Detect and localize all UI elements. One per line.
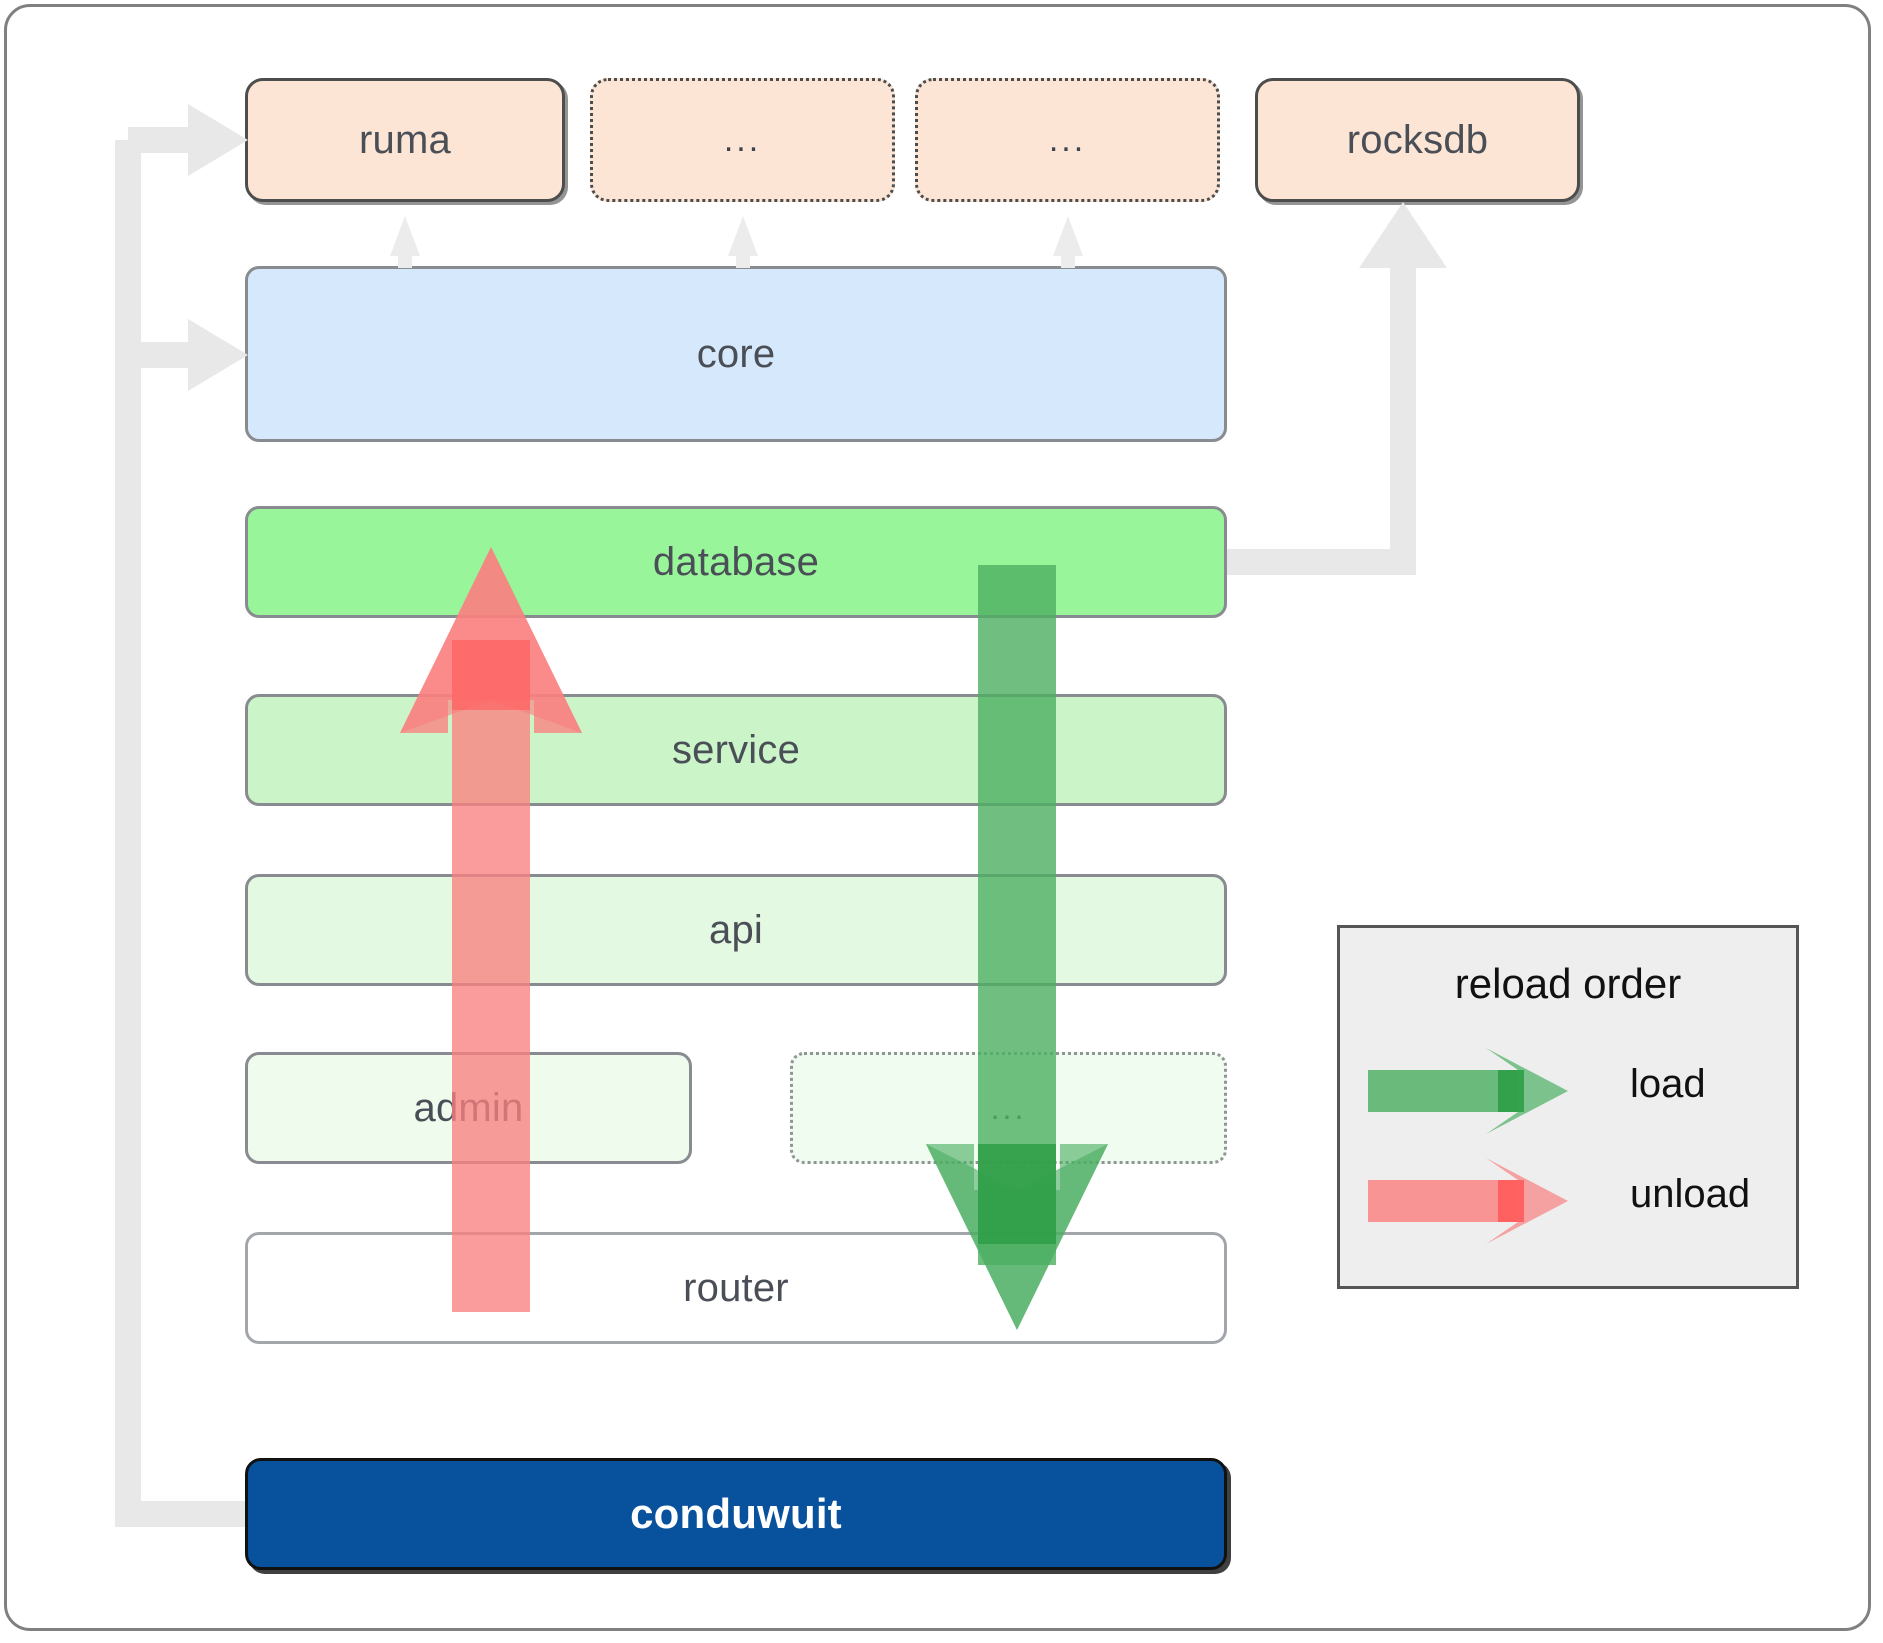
layer-box-admin[interactable]: admin <box>245 1052 692 1164</box>
dependency-box-ellipsis-2[interactable]: ... <box>915 78 1220 202</box>
layer-label-router: router <box>683 1265 789 1310</box>
layer-label-database: database <box>652 539 820 584</box>
dependency-label-ruma: ruma <box>359 117 451 162</box>
dependency-box-rocksdb[interactable]: rocksdb <box>1255 78 1580 202</box>
layer-box-api[interactable]: api <box>245 874 1227 986</box>
dependency-label-ellipsis-1: ... <box>723 120 762 159</box>
legend-icon-unload-arrow <box>1368 1158 1568 1244</box>
dependency-box-ellipsis-1[interactable]: ... <box>590 78 895 202</box>
layer-box-router[interactable]: router <box>245 1232 1227 1344</box>
legend-title: reload order <box>1454 960 1682 1007</box>
layer-label-core: core <box>696 331 776 376</box>
layer-box-database[interactable]: database <box>245 506 1227 618</box>
legend-icon-load-arrow <box>1368 1048 1568 1134</box>
layer-label-admin: admin <box>413 1085 524 1130</box>
dependency-label-rocksdb: rocksdb <box>1346 117 1489 162</box>
app-label-conduwuit: conduwuit <box>630 1490 842 1537</box>
layer-box-service[interactable]: service <box>245 694 1227 806</box>
legend-label-unload: unload <box>1630 1172 1751 1216</box>
diagram-frame <box>4 4 1871 1631</box>
legend-row-unload: unload <box>1340 1158 1796 1244</box>
layer-label-api: api <box>709 907 763 952</box>
legend-label-load: load <box>1630 1062 1706 1106</box>
app-box-conduwuit[interactable]: conduwuit <box>245 1458 1227 1570</box>
layer-box-ellipsis[interactable]: ... <box>790 1052 1227 1164</box>
dependency-label-ellipsis-2: ... <box>1048 120 1087 159</box>
layer-box-core[interactable]: core <box>245 266 1227 442</box>
legend-row-load: load <box>1340 1048 1796 1134</box>
layer-label-service: service <box>671 727 801 772</box>
layer-label-ellipsis: ... <box>990 1089 1027 1126</box>
dependency-box-ruma[interactable]: ruma <box>245 78 565 202</box>
legend-panel: reload order load unload <box>1337 925 1799 1289</box>
